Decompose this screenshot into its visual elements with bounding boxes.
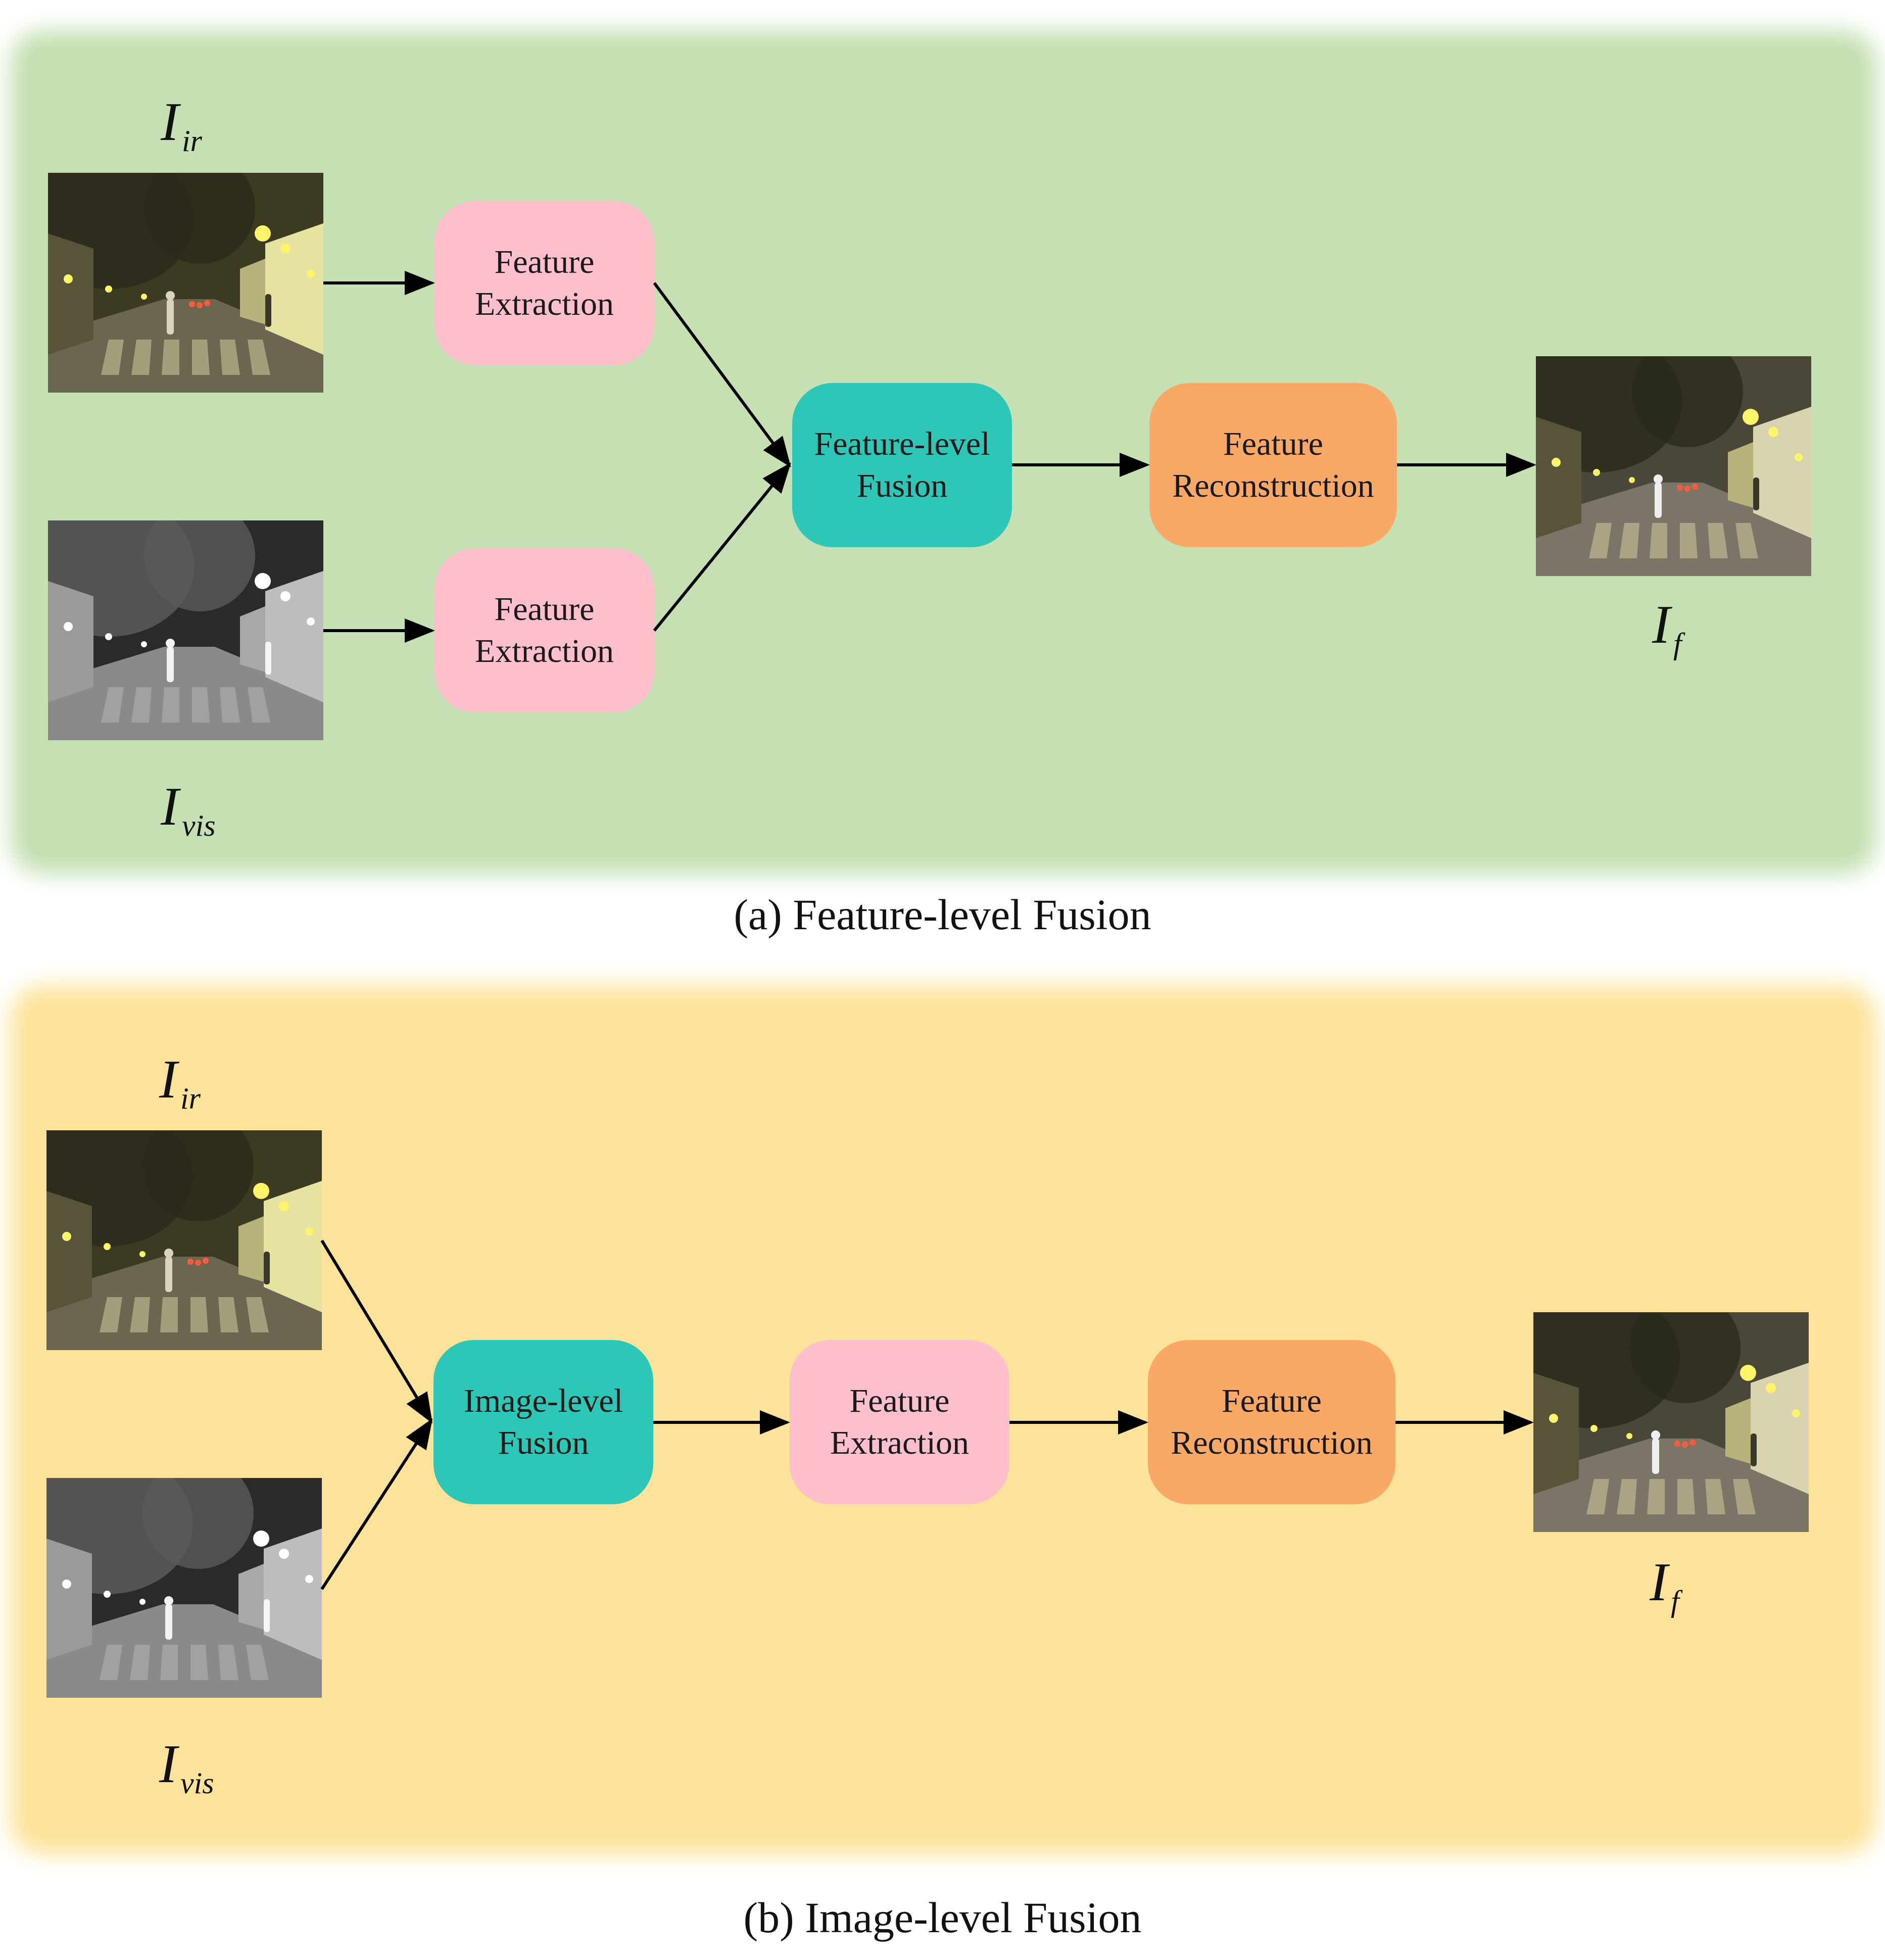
image-vis-a <box>48 520 323 740</box>
caption-b: (b) Image-level Fusion <box>743 1893 1142 1942</box>
image-ir-a <box>48 173 323 393</box>
image-fused-b <box>1533 1312 1809 1532</box>
image-fused-a <box>1536 356 1811 576</box>
arrow-fe-bottom-to-fusion <box>653 462 791 632</box>
arrow-ir-to-image-fusion <box>320 1239 433 1424</box>
image-ir-b <box>46 1130 322 1350</box>
caption-a: (a) Feature-level Fusion <box>734 890 1151 939</box>
arrow-vis-to-image-fusion <box>320 1418 433 1590</box>
arrow-fe-top-to-fusion <box>653 282 791 467</box>
image-vis-b <box>46 1478 322 1698</box>
